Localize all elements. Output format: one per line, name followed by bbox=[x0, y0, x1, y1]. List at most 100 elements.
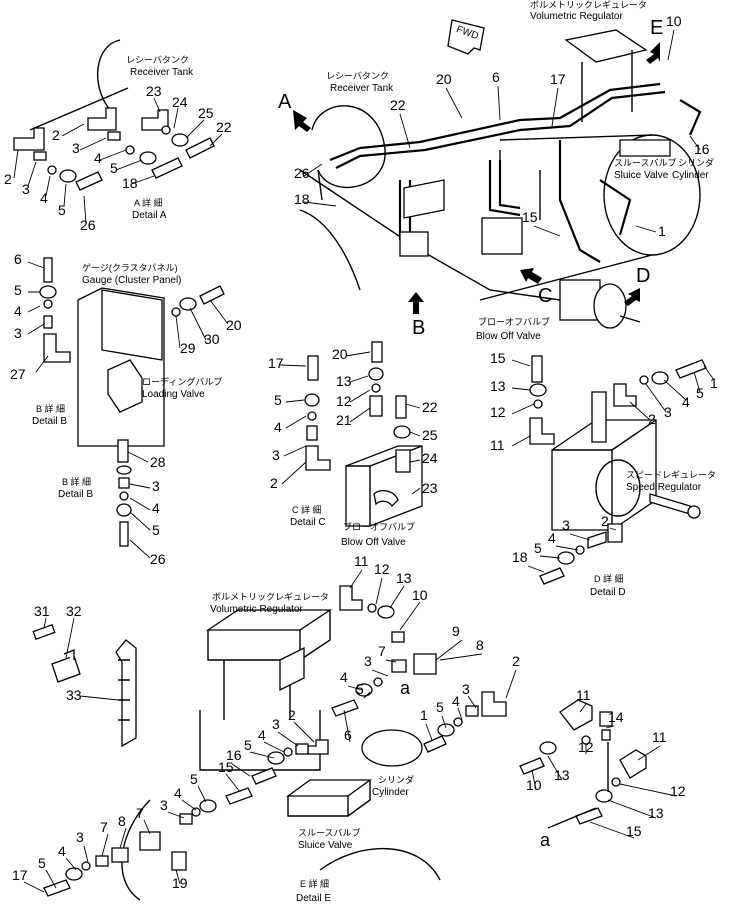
callout: 7 bbox=[136, 805, 144, 821]
callout: 6 bbox=[492, 69, 500, 85]
callout: 11 bbox=[652, 729, 667, 745]
callout: 6 bbox=[14, 251, 22, 267]
callout: 30 bbox=[204, 331, 220, 347]
callout: 23 bbox=[422, 480, 438, 496]
callout: 15 bbox=[218, 759, 234, 775]
view-letter-c: C bbox=[538, 285, 552, 307]
callout: 10 bbox=[666, 13, 682, 29]
recv-tank-jp-a: レシーバタンク bbox=[126, 55, 189, 65]
callout: 2 bbox=[648, 411, 656, 427]
callout: 5 bbox=[696, 385, 704, 401]
callout: 9 bbox=[452, 623, 460, 639]
callout: 13 bbox=[554, 767, 570, 783]
fittings-stack bbox=[39, 257, 71, 363]
fittings-chain-left bbox=[43, 739, 329, 897]
sluice-jp-e: スルースバルブ bbox=[298, 827, 361, 838]
callout: 2 bbox=[601, 513, 609, 529]
callout: 22 bbox=[422, 399, 438, 415]
cylinder-e bbox=[361, 729, 423, 767]
callout: 3 bbox=[160, 797, 168, 813]
callout: 2 bbox=[288, 707, 296, 723]
cylinder-en-e: Cylinder bbox=[372, 787, 409, 798]
detail-b-jp-2: B 詳 細 bbox=[62, 476, 91, 487]
callout: 24 bbox=[422, 450, 438, 466]
callout: 7 bbox=[378, 643, 386, 659]
detail-e-en: Detail E bbox=[296, 893, 331, 904]
detail-e bbox=[43, 585, 647, 901]
callout: 5 bbox=[14, 282, 22, 298]
callout-numbers: 23 24 25 22 2 3 4 5 18 2 3 4 5 26 10 20 … bbox=[4, 13, 718, 891]
detail-c-en: Detail C bbox=[290, 517, 326, 528]
callout: 27 bbox=[10, 366, 26, 382]
callout: 17 bbox=[550, 71, 566, 87]
callout: 1 bbox=[710, 375, 718, 391]
fittings-right bbox=[393, 395, 411, 473]
callout: 5 bbox=[58, 202, 66, 218]
callout: 3 bbox=[72, 140, 80, 156]
main-assembly bbox=[293, 19, 702, 329]
callout: 11 bbox=[576, 687, 591, 703]
callout: 31 bbox=[34, 603, 50, 619]
callout: 4 bbox=[174, 785, 182, 801]
nut bbox=[59, 133, 189, 183]
callout: 8 bbox=[118, 813, 126, 829]
receiver-tank bbox=[311, 105, 386, 201]
gauge-en: Gauge (Cluster Panel) bbox=[82, 275, 182, 286]
callout: 4 bbox=[340, 669, 348, 685]
callout: 2 bbox=[4, 171, 12, 187]
ref-a-bottom: a bbox=[540, 830, 551, 850]
callout: 1 bbox=[658, 223, 666, 239]
cylinder-jp-main: シリンダ bbox=[678, 157, 714, 168]
loose-parts bbox=[32, 623, 137, 748]
callout: 26 bbox=[80, 217, 96, 233]
callout: 12 bbox=[374, 561, 390, 577]
callout: 29 bbox=[180, 340, 196, 356]
callout: 11 bbox=[354, 553, 369, 569]
detail-b-en-1: Detail B bbox=[32, 416, 67, 427]
blow-off-jp-main: ブローオフバルブ bbox=[478, 316, 550, 327]
callout: 24 bbox=[172, 94, 188, 110]
callout: 4 bbox=[258, 727, 266, 743]
callout: 16 bbox=[694, 141, 710, 157]
callout: 17 bbox=[268, 355, 284, 371]
callout: 23 bbox=[146, 83, 162, 99]
callout: 10 bbox=[412, 587, 428, 603]
callout: 12 bbox=[670, 783, 686, 799]
callout: 3 bbox=[664, 404, 672, 420]
labels: FWD ボルメトリックレギュレータ Volumetric Regulator レ… bbox=[32, 0, 716, 904]
callout: 4 bbox=[94, 150, 102, 166]
view-letter-d: D bbox=[636, 265, 650, 287]
sluice-en-main: Sluice Valve bbox=[614, 170, 669, 181]
detail-a bbox=[13, 39, 215, 191]
callout: 11 bbox=[490, 437, 505, 453]
cylinder-en-main: Cylinder bbox=[672, 170, 709, 181]
callout: 4 bbox=[274, 419, 282, 435]
small-parts bbox=[171, 285, 225, 317]
callout: 15 bbox=[626, 823, 642, 839]
callout: 4 bbox=[58, 843, 66, 859]
recv-tank-jp-main: レシーバタンク bbox=[326, 71, 389, 81]
detail-b-jp-1: B 詳 細 bbox=[36, 403, 65, 414]
fittings-chain-upper bbox=[331, 585, 437, 717]
callout: 4 bbox=[40, 190, 48, 206]
callout: 20 bbox=[436, 71, 452, 87]
sluice-jp-main: スルースバルブ bbox=[614, 157, 677, 168]
callout: 1 bbox=[420, 707, 428, 723]
fittings-left bbox=[304, 355, 331, 471]
callout: 2 bbox=[270, 475, 278, 491]
view-letter-b: B bbox=[412, 317, 425, 339]
sluice-valve bbox=[619, 139, 671, 157]
callout: 3 bbox=[152, 478, 160, 494]
blow-off-en-c: Blow Off Valve bbox=[341, 537, 406, 548]
callout: 5 bbox=[38, 855, 46, 871]
detail-a-en: Detail A bbox=[132, 210, 167, 221]
callout: 12 bbox=[490, 404, 506, 420]
fittings-top bbox=[529, 355, 555, 445]
callout: 2 bbox=[512, 653, 520, 669]
callout: 12 bbox=[336, 393, 352, 409]
callout: 25 bbox=[422, 427, 438, 443]
speed-reg-en: Speed Regulator bbox=[626, 482, 702, 493]
sub-detail-a bbox=[519, 699, 647, 829]
callout: 8 bbox=[476, 637, 484, 653]
callout: 32 bbox=[66, 603, 82, 619]
